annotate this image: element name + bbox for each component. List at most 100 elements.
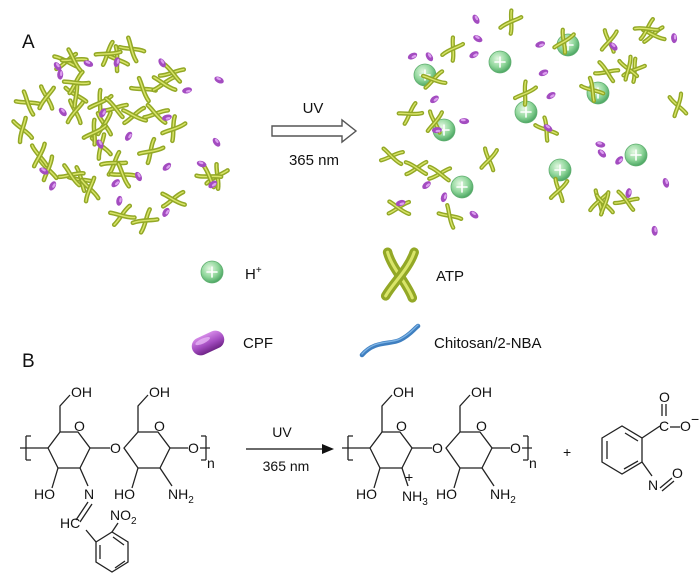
reaction-wavelength-label: 365 nm [263,458,310,474]
atp-legend-icon [386,252,415,298]
proton [488,50,512,74]
product-nh2: NH [490,486,510,502]
atp-molecule [162,191,185,207]
arrow-uv-label: UV [303,100,324,117]
panel-b-label: B [22,351,35,372]
atp-molecule [119,37,144,61]
atp-molecule [500,10,521,34]
atp-molecule [442,37,463,61]
atp-molecule [481,148,496,170]
atp-molecule [139,139,164,164]
proton [548,158,572,182]
product-structure: OH O HO + NH3 O OH O HO NH2 O n + C O O … [342,384,699,508]
product-nh3: NH [402,488,422,504]
atp-molecule [15,91,40,114]
product-ho-bottom-left: HO [356,486,377,502]
reactant-ring-o-1: O [74,418,85,434]
panel-a-label: A [22,32,35,53]
cpf-molecule [594,140,606,149]
svg-text:NO2: NO2 [110,507,137,527]
cpf-molecule [661,177,671,189]
reactant-structure: OH O HO N O HC NO2 OH O HO NH2 O n [20,384,215,573]
cpf-molecule [109,177,122,189]
cpf-molecule [57,106,69,118]
cpf-legend-icon [191,330,225,356]
atp-molecule [122,107,145,124]
cpf-molecule [534,39,546,49]
cpf-molecule [545,90,557,101]
reactant-nh2-sub: 2 [188,495,194,506]
cpf-molecule [670,32,678,44]
product-ring-o-2: O [476,418,487,434]
atp-molecule [40,86,54,108]
cpf-molecule [161,161,173,173]
product-oh-top-left: OH [393,384,414,400]
cpf-molecule [123,130,134,143]
product-repeat-n: n [529,455,537,471]
carboxylate-o-minus: O [680,418,691,434]
legend: H+ ATP CPF Chitosan/2-NBA [191,252,542,358]
atp-legend-label: ATP [436,268,464,285]
reactant-imine-n: N [84,486,94,502]
degraded-hydrogel-network [381,10,687,237]
cpf-molecule [468,49,480,60]
product-glycosidic-o: O [432,440,443,456]
atp-molecule [406,161,427,175]
proton-legend-charge: + [256,265,262,276]
reactant-end-o: O [188,440,199,456]
proton [450,175,474,199]
product-nh3-sub: 3 [422,497,428,508]
reactant-ring-o-2: O [154,418,165,434]
reaction-uv-label: UV [272,424,292,440]
svg-text:NH2: NH2 [490,486,516,506]
reactant-ho-bottom-right: HO [114,486,135,502]
cpf-molecule [651,225,659,237]
atp-molecule [153,76,175,91]
svg-text:H+: H+ [245,265,262,283]
polymer-legend-icon [359,323,421,358]
atp-molecule [31,144,47,167]
svg-text:NH3: NH3 [402,488,428,508]
arrow-wavelength-label: 365 nm [289,152,339,169]
reactant-oh-top-left: OH [71,384,92,400]
cpf-molecule [459,117,470,125]
cpf-molecule [471,33,484,44]
reactant-oh-top-right: OH [149,384,170,400]
atp-molecule [551,179,567,201]
reactant-nitro-sub: 2 [131,516,137,527]
reactant-nh2: NH [168,486,188,502]
nitroso-n: N [648,477,658,493]
cpf-molecule [428,93,441,105]
carboxylate-o-top: O [659,389,670,405]
product-oh-top-right: OH [471,384,492,400]
atp-molecule [381,148,403,163]
proton-legend-label: H [245,266,256,283]
product-plus: + [563,444,571,460]
cpf-molecule [420,179,433,191]
cpf-molecule [213,75,225,85]
product-ho-bottom-right: HO [436,486,457,502]
atp-molecule [595,62,619,81]
cpf-molecule [211,136,222,149]
atp-molecule [398,102,422,124]
cpf-molecule [181,86,193,95]
product-nh3-charge: + [405,469,413,485]
cpf-molecule [115,195,124,207]
cpf-molecule [47,180,58,192]
atp-molecule [438,205,462,228]
carboxylate-c: C [659,418,669,434]
cpf-molecule [406,51,419,61]
reactant-repeat-n: n [207,455,215,471]
nitroso-o: O [672,465,683,481]
carboxylate-minus: − [691,411,699,427]
cpf-molecule [57,69,64,80]
dense-hydrogel-network [13,32,250,233]
reactant-ho-bottom-left: HO [34,486,55,502]
reactant-nitro: NO [110,507,131,523]
product-end-o: O [510,440,521,456]
proton [624,143,648,167]
uv-arrow [271,118,358,144]
product-nh2-sub: 2 [510,495,516,506]
